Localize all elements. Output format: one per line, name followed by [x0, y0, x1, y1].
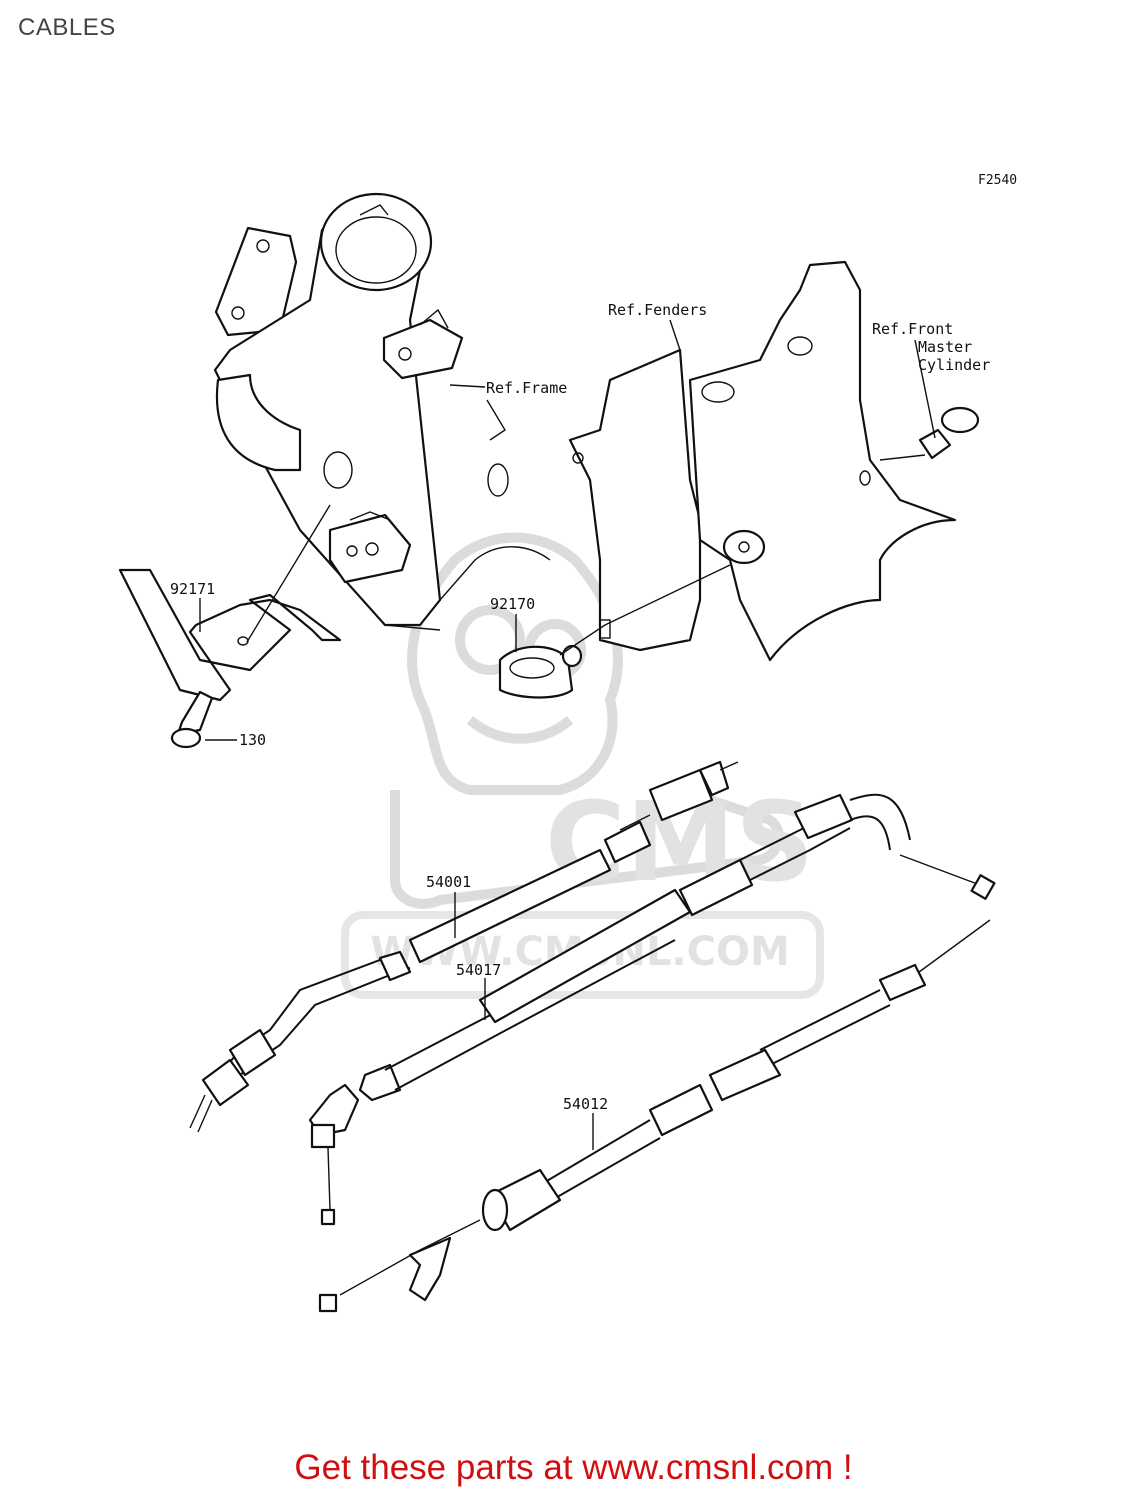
part-number-54017: 54017: [456, 961, 501, 979]
part-number-130: 130: [239, 731, 266, 749]
cable-54012: [318, 919, 991, 1313]
part-number-54012: 54012: [563, 1095, 608, 1113]
ref-frame-label: Ref.Frame: [486, 379, 567, 397]
master-cylinder-fitting: [918, 406, 980, 460]
part-number-92171: 92171: [170, 580, 215, 598]
ref-front-master-cylinder-label-2: Master: [918, 338, 972, 356]
cable-54001: [189, 760, 739, 1133]
figure-code: F2540: [978, 173, 1017, 188]
clamp-92171: [118, 568, 342, 702]
ref-front-master-cylinder-label-1: Ref.Front: [872, 320, 953, 338]
ref-front-master-cylinder-label-3: Cylinder: [918, 356, 990, 374]
fender-illustration: [568, 260, 957, 662]
frame-illustration: [213, 192, 551, 631]
part-number-92170: 92170: [490, 595, 535, 613]
part-number-54001: 54001: [426, 873, 471, 891]
cable-54017: [308, 793, 996, 1226]
leader-lines: [199, 319, 936, 1150]
grommet-92170: [498, 644, 583, 699]
ref-fenders-label: Ref.Fenders: [608, 301, 707, 319]
screw-130: [170, 690, 214, 749]
page-title: CABLES: [18, 14, 116, 41]
footer-link[interactable]: Get these parts at www.cmsnl.com !: [294, 1448, 853, 1487]
